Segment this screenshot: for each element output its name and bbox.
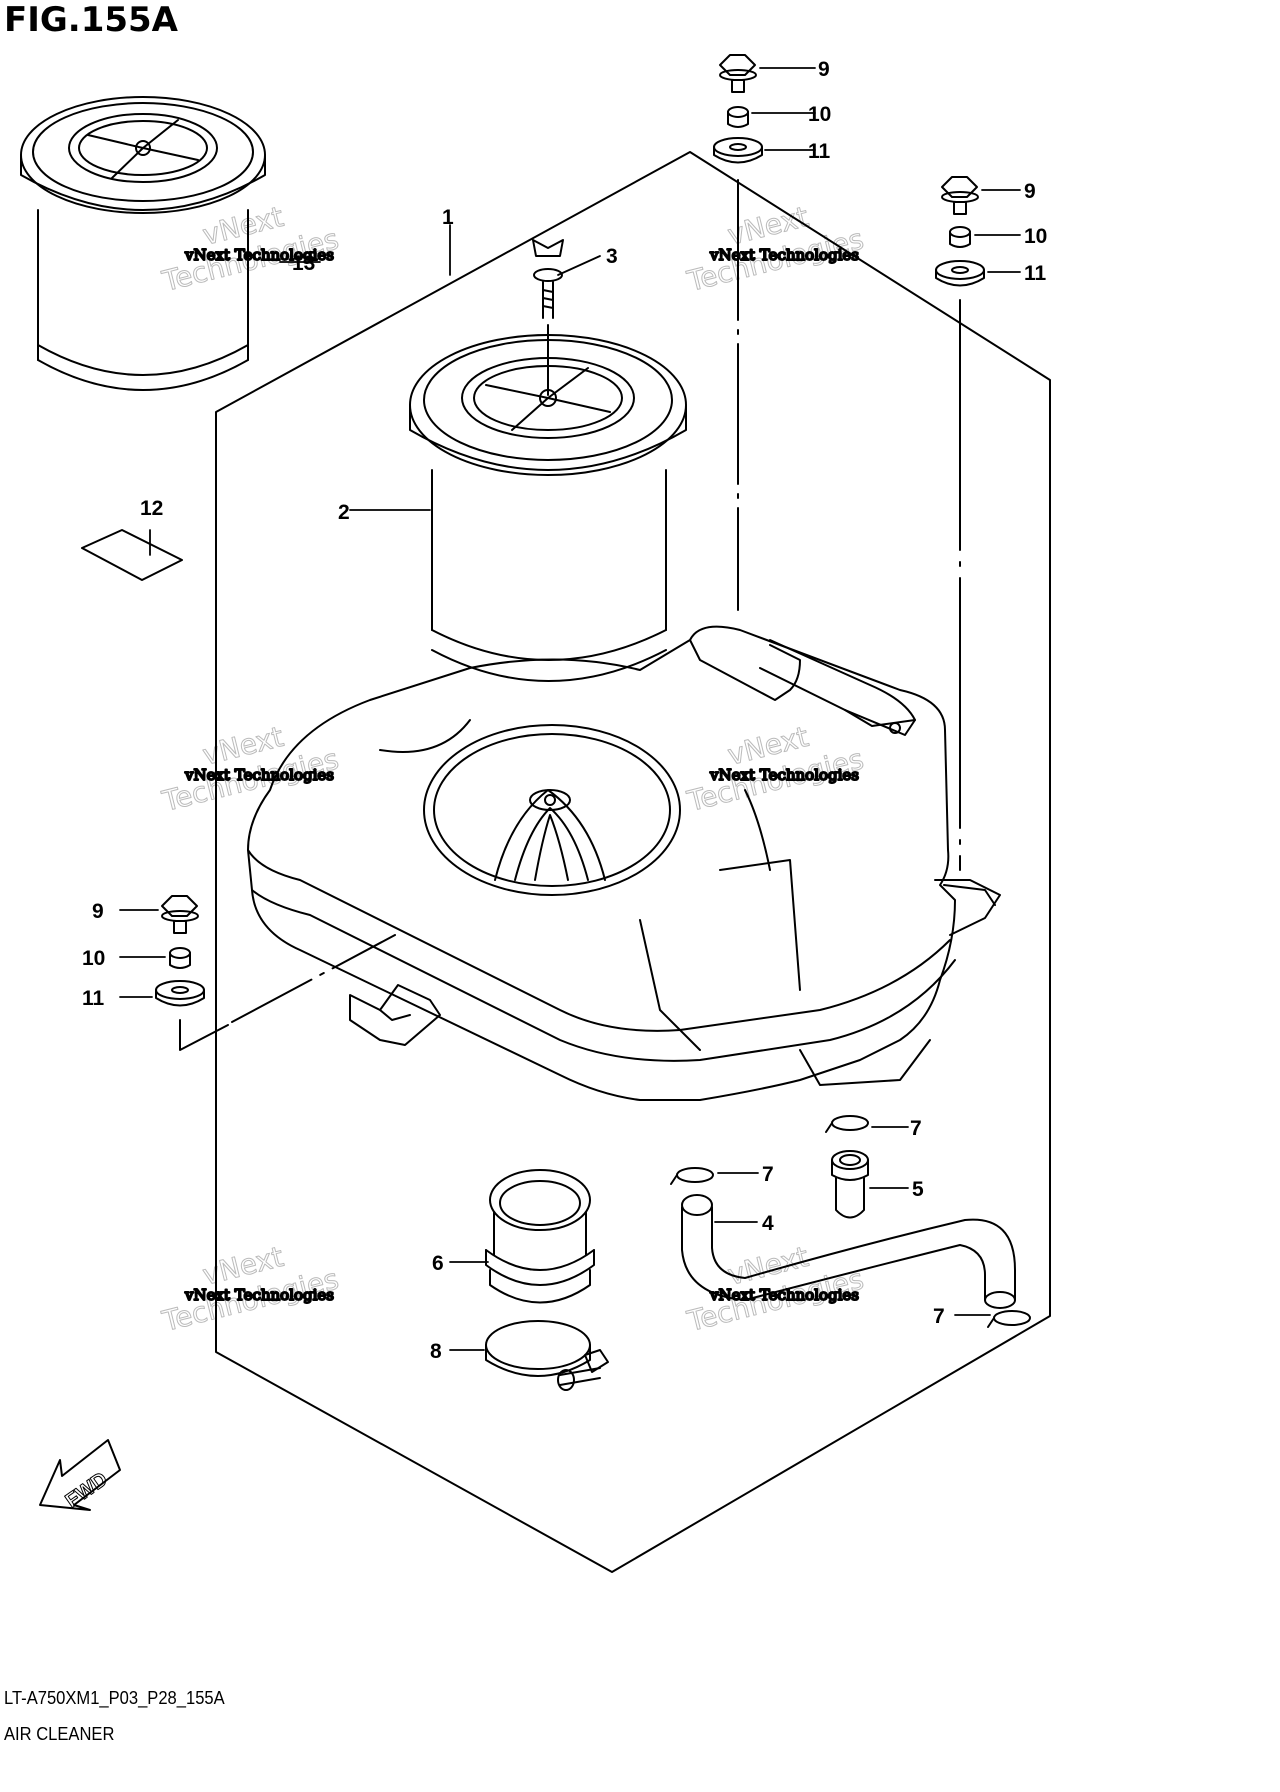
clamp-7b — [670, 1167, 714, 1185]
callout-6: 6 — [432, 1252, 444, 1275]
callout-labels: 1 2 3 4 5 6 7 7 7 8 9 9 9 10 10 10 11 11… — [82, 58, 1047, 1363]
clamp-7a — [825, 1115, 869, 1133]
callout-9b: 9 — [1024, 180, 1036, 203]
fastener-stack-top-center — [713, 54, 763, 611]
hose-4 — [681, 1194, 1016, 1309]
callout-7a: 7 — [910, 1117, 922, 1140]
svg-text:FWD: FWD — [62, 1468, 112, 1512]
spare-filter-element-13 — [20, 96, 266, 391]
svg-text:vNext Technologies: vNext Technologies — [709, 1286, 859, 1304]
intake-boot-6 — [485, 1169, 595, 1304]
callout-11b: 11 — [1024, 262, 1047, 285]
air-cleaner-case-1 — [247, 625, 1001, 1101]
wing-bolt-3 — [532, 239, 564, 396]
figure-code: LT-A750XM1_P03_P28_155A — [4, 1688, 225, 1708]
callout-4: 4 — [762, 1212, 774, 1235]
clamp-7c — [987, 1310, 1031, 1328]
assembly-outline — [215, 151, 1051, 1573]
drain-plug-5 — [831, 1150, 869, 1219]
callout-7c: 7 — [933, 1305, 945, 1328]
callout-9a: 9 — [818, 58, 830, 81]
callout-10c: 10 — [82, 947, 105, 970]
callout-10a: 10 — [808, 103, 831, 126]
callout-12: 12 — [140, 497, 163, 520]
svg-text:vNext Technologies: vNext Technologies — [184, 766, 334, 784]
fastener-stack-left — [155, 895, 396, 1051]
callout-9c: 9 — [92, 900, 104, 923]
figure-caption: AIR CLEANER — [4, 1724, 115, 1744]
callout-7b: 7 — [762, 1163, 774, 1186]
callout-1: 1 — [442, 206, 454, 229]
fastener-stack-top-right — [935, 176, 985, 871]
leader-lines — [119, 67, 1021, 1351]
callout-11c: 11 — [82, 987, 105, 1010]
callout-2: 2 — [338, 501, 350, 524]
svg-text:vNext Technologies: vNext Technologies — [709, 246, 859, 264]
label-12 — [81, 529, 183, 581]
callout-8: 8 — [430, 1340, 442, 1363]
callout-13: 13 — [292, 252, 315, 275]
callout-11a: 11 — [808, 140, 831, 163]
callout-5: 5 — [912, 1178, 924, 1201]
svg-text:vNext Technologies: vNext Technologies — [709, 766, 859, 784]
svg-text:vNext Technologies: vNext Technologies — [184, 1286, 334, 1304]
callout-10b: 10 — [1024, 225, 1047, 248]
hose-clamp-8 — [485, 1320, 609, 1391]
figure-title: FIG.155A — [4, 0, 178, 40]
fwd-arrow-icon: FWD — [39, 1439, 121, 1513]
callout-3: 3 — [606, 245, 618, 268]
svg-text:vNext Technologies: vNext Technologies — [184, 246, 334, 264]
